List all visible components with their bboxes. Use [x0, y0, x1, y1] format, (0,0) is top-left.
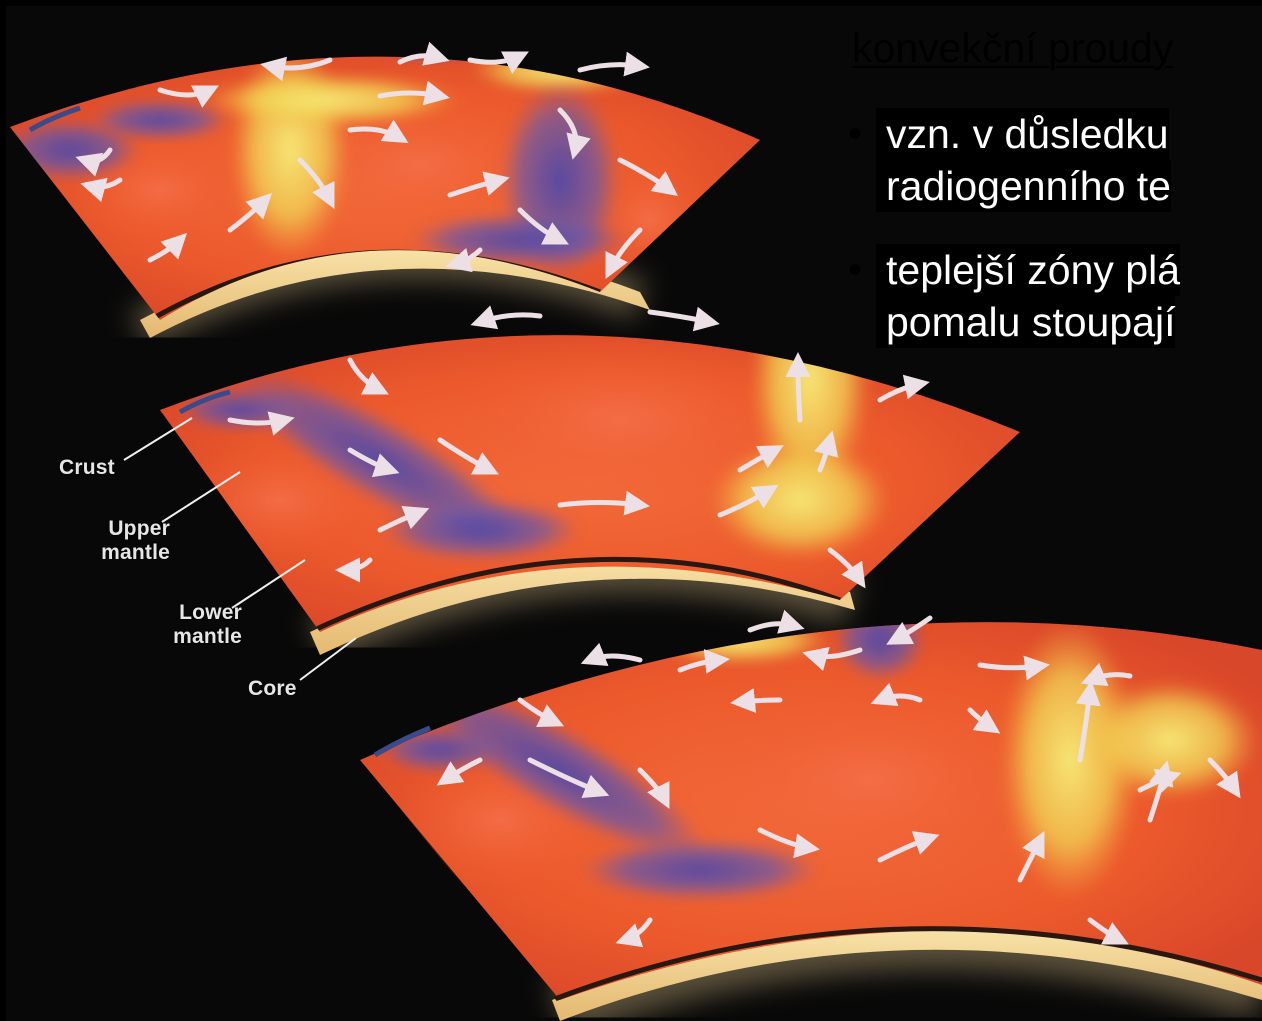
hot-upwelling-plume: [230, 40, 350, 260]
bullet-text: vzn. v důsledku radiogenního te: [876, 108, 1171, 212]
lower-mantle-label: Lower mantle: [146, 601, 242, 649]
convection-panel-3: [360, 600, 1262, 1021]
upper-mantle-label: Upper mantle: [82, 517, 170, 565]
upper-mantle-label-line1: Upper: [82, 517, 170, 541]
bullet-1-line-2: radiogenního te: [876, 160, 1171, 212]
bullet-1-line-1: vzn. v důsledku: [876, 108, 1169, 160]
core-label: Core: [248, 677, 297, 701]
bullet-2-line-2: pomalu stoupají: [876, 296, 1175, 348]
lower-mantle-label-line1: Lower: [146, 601, 242, 625]
bullet-dot-icon: •: [842, 108, 876, 160]
convection-panel-1: [0, 22, 760, 338]
upper-mantle-label-line2: mantle: [82, 541, 170, 565]
bullet-2-line-1: teplejší zóny plá: [876, 244, 1180, 296]
bullet-dot-icon: •: [842, 244, 876, 296]
bullet-item-1: • vzn. v důsledku radiogenního te: [842, 108, 1262, 212]
slide-title: konvekční proudy: [852, 24, 1173, 72]
bullet-item-2: • teplejší zóny plá pomalu stoupají: [842, 244, 1262, 348]
crust-label: Crust: [59, 456, 115, 480]
bullet-text: teplejší zóny plá pomalu stoupají: [876, 244, 1180, 348]
lower-mantle-label-line2: mantle: [146, 625, 242, 649]
